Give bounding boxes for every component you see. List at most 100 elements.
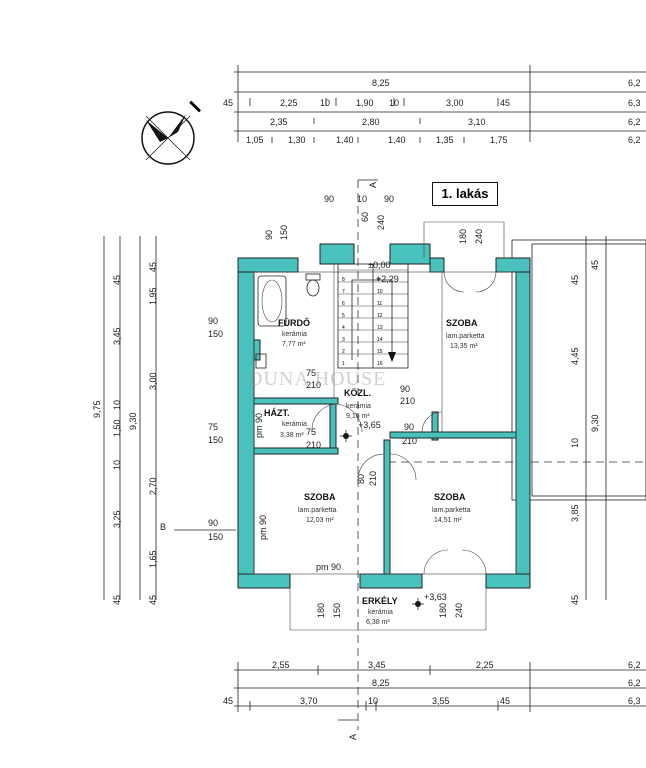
open-top-small-b: 10: [357, 194, 367, 204]
top-dim-3d: 6,2: [628, 117, 641, 127]
open-mid4-a: 75: [306, 427, 316, 437]
room-name-szoba-sw: SZOBA: [304, 492, 336, 502]
open-bottom-c: 180: [438, 603, 448, 618]
top-dim-4g: 6,2: [628, 135, 641, 145]
room-material-furdo: kerámia: [282, 331, 307, 338]
right-dim-b: 4,45: [570, 347, 580, 365]
open-left3-b: 150: [208, 532, 223, 542]
right-dim-d: 3,85: [570, 504, 580, 522]
left-dim-c4a: 45: [148, 262, 158, 272]
room-area-erkely: 6,38 m²: [366, 619, 390, 626]
left-dim-c4b: 45: [148, 595, 158, 605]
stair-step-number: 6: [342, 301, 345, 307]
open-pm-3: pm 90: [316, 562, 341, 572]
open-mid3-b: 210: [400, 396, 415, 406]
bottom-dim-1d: 6,2: [628, 660, 641, 670]
section-b-left: B: [160, 522, 166, 532]
right-dim-e: 45: [570, 595, 580, 605]
open-left1-b: 150: [208, 329, 223, 339]
bottom-dim-3e: 45: [500, 696, 510, 706]
walls: [237, 243, 531, 589]
bottom-dim-3d: 3,55: [432, 696, 450, 706]
room-area-kozl: 9,16 m²: [346, 413, 370, 420]
open-left1-a: 90: [208, 316, 218, 326]
bottom-dim-2b: 6,2: [628, 678, 641, 688]
level-hall: +3,65: [358, 420, 381, 430]
right-dim-a: 45: [570, 275, 580, 285]
room-material-szoba-sw: lam.parketta: [298, 507, 337, 514]
level-stair: +2,29: [376, 274, 399, 284]
open-mid3-a: 90: [400, 384, 410, 394]
top-dimension-lines: 8,25 6,2 45 2,25 10 1,90 10 3,00 45 6,3 …: [223, 65, 646, 145]
level-balcony: +3,63: [424, 592, 447, 602]
room-name-kozl: KÖZL.: [344, 388, 371, 398]
room-material-szoba-ne: lam.parketta: [446, 333, 485, 340]
left-dim-c3c: 2,70: [148, 477, 158, 495]
stair-step-number: 7: [342, 289, 345, 295]
room-name-hazt: HÁZT.: [264, 408, 290, 418]
room-material-szoba-se: lam.parketta: [432, 507, 471, 514]
stair-step-number: 3: [342, 337, 345, 343]
open-top-vert-b: 240: [376, 215, 386, 230]
top-dim-4a: 1,05: [246, 135, 264, 145]
bottom-dim-3c: 10: [368, 696, 378, 706]
bottom-dim-3a: 45: [223, 696, 233, 706]
top-dim-2b: 2,25: [280, 98, 298, 108]
top-dim-2h: 6,3: [628, 98, 641, 108]
left-dim-total: 9,75: [92, 400, 102, 418]
open-mid4-b: 210: [306, 440, 321, 450]
left-dim-c2h: 45: [112, 595, 122, 605]
open-pm-2: pm 90: [258, 515, 268, 540]
top-dim-2d: 1,90: [356, 98, 374, 108]
top-dim-3c: 3,10: [468, 117, 486, 127]
right-dim-inner: 9,30: [590, 414, 600, 432]
top-dim-1b: 6,2: [628, 78, 641, 88]
left-dim-c2f: 3,25: [112, 510, 122, 528]
adjacent-unit-outline: [388, 239, 646, 501]
stair-step-number: 12: [377, 313, 383, 319]
open-left2-a: 75: [208, 422, 218, 432]
top-dim-4d: 1,40: [388, 135, 406, 145]
left-dim-c2d: 1,50: [112, 419, 122, 437]
opening-labels: 90 150 90 10 90 60 240 180 240 90 150 75…: [208, 194, 484, 618]
room-area-szoba-ne: 13,35 m²: [450, 343, 478, 350]
stair-step-number: 1: [342, 361, 345, 367]
bottom-dim-3b: 3,70: [300, 696, 318, 706]
top-dim-4c: 1,40: [336, 135, 354, 145]
top-dim-1a: 8,25: [372, 78, 390, 88]
room-area-szoba-se: 14,51 m²: [434, 517, 462, 524]
left-dim-inner: 9,30: [128, 412, 138, 430]
level-markers: ±0,00 +2,29 +3,65 +3,63: [340, 260, 447, 610]
top-dim-4f: 1,75: [490, 135, 508, 145]
toilet-icon: [305, 273, 321, 297]
section-a-bottom: A: [348, 734, 358, 740]
room-area-hazt: 3,38 m²: [280, 432, 304, 439]
bottom-dim-3f: 6,3: [628, 696, 641, 706]
top-dim-2c: 10: [320, 98, 330, 108]
right-dim-top: 45: [590, 260, 600, 270]
stair-step-number: 10: [377, 289, 383, 295]
stair-step-number: 15: [377, 349, 383, 355]
stair-step-number: 8: [342, 277, 345, 283]
open-top-small-c: 90: [384, 194, 394, 204]
interior-lines: [253, 180, 517, 730]
watermark-logo: DUNA HOUSE: [248, 368, 387, 390]
right-dimension-lines: 45 4,45 10 3,85 45 9,30 45: [570, 236, 607, 605]
left-dim-c2e: 10: [112, 460, 122, 470]
flat-title: 1. lakás: [432, 182, 498, 206]
room-name-szoba-se: SZOBA: [434, 492, 466, 502]
top-dim-3b: 2,80: [362, 117, 380, 127]
top-dim-2e: 10: [389, 98, 399, 108]
doors: [311, 271, 497, 575]
room-material-kozl: kerámia: [346, 403, 371, 410]
bottom-dim-1c: 2,25: [476, 660, 494, 670]
open-top-small-a: 90: [324, 194, 334, 204]
room-labels: FÜRDŐ kerámia 7,77 m² SZOBA lam.parketta…: [264, 317, 485, 626]
left-dim-c2g: 1,65: [148, 550, 158, 568]
room-name-erkely: ERKÉLY: [362, 596, 398, 606]
sink-icon: [255, 353, 267, 369]
top-dim-2a: 45: [223, 98, 233, 108]
top-dim-2f: 3,00: [446, 98, 464, 108]
stair-step-number: 16: [377, 361, 383, 367]
